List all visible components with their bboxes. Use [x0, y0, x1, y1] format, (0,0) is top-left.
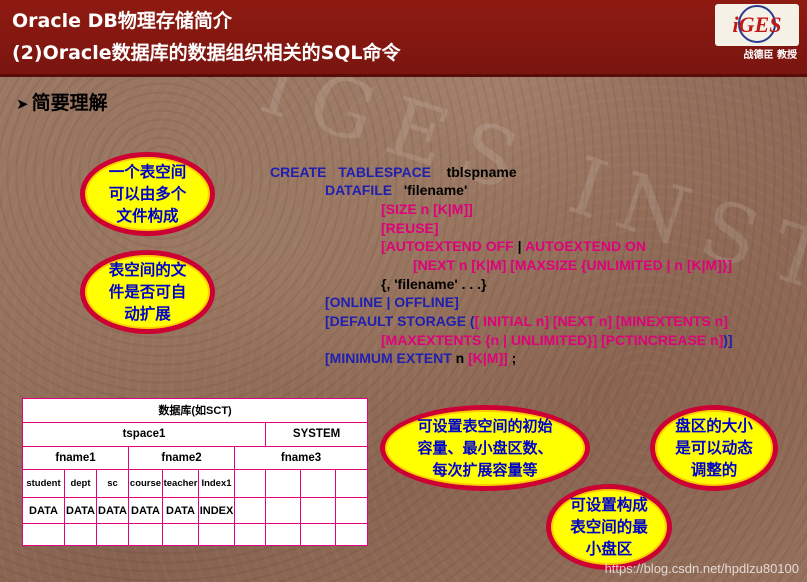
extent-cell: DATA: [22, 497, 65, 525]
block-cell: [128, 523, 163, 546]
source-watermark-url: https://blog.csdn.net/hpdlzu80100: [604, 561, 799, 576]
sql-line-5: [AUTOEXTEND OFF | AUTOEXTEND ON: [381, 238, 647, 254]
slide-subtitle: (2)Oracle数据库的数据组织相关的SQL命令: [12, 42, 401, 64]
note-bubble-minimum-extent: 可设置构成表空间的最小盘区: [546, 484, 672, 570]
sql-line-11: [MINIMUM EXTENT n [K|M]] ;: [325, 350, 517, 366]
sql-line-4: [REUSE]: [381, 220, 439, 236]
sql-line-2: DATAFILE 'filename': [325, 182, 468, 198]
sql-line-3: [SIZE n [K|M]]: [381, 201, 473, 217]
slide-header: Oracle DB物理存储简介 (2)Oracle数据库的数据组织相关的SQL命…: [0, 0, 807, 77]
block-cell: [96, 523, 129, 546]
empty-cell: [265, 469, 301, 499]
block-cell: [234, 523, 266, 546]
author-name: 战德臣 教授: [743, 50, 797, 61]
sql-line-6: [NEXT n [K|M] [MAXSIZE {UNLIMITED | n [K…: [413, 257, 732, 273]
note-bubble-extent-size: 盘区的大小是可以动态调整的: [650, 405, 778, 491]
segment-cell-index1: Index1: [198, 469, 235, 499]
slide-title: Oracle DB物理存储简介: [12, 10, 232, 32]
datafile-cell-1: fname1: [22, 445, 129, 471]
block-cell: [198, 523, 235, 546]
extent-cell: DATA: [64, 497, 97, 525]
section-heading: ➤简要理解: [16, 88, 108, 115]
segment-cell-sc: sc: [96, 469, 129, 499]
block-cell: [334, 523, 369, 546]
segment-cell-student: student: [22, 469, 65, 499]
segment-cell-course: course: [128, 469, 163, 499]
empty-cell: [334, 469, 369, 499]
empty-cell: [300, 469, 336, 499]
extent-cell: INDEX: [198, 497, 235, 525]
extent-cell: DATA: [162, 497, 199, 525]
block-cell: [64, 523, 97, 546]
segment-cell-teacher: teacher: [162, 469, 199, 499]
sql-line-10: [MAXEXTENTS {n | UNLIMITED}] [PCTINCREAS…: [381, 332, 733, 348]
block-cell: [300, 523, 336, 546]
note-bubble-storage-settings: 可设置表空间的初始容量、最小盘区数、每次扩展容量等: [380, 405, 590, 491]
sql-line-1: CREATE TABLESPACE tblspname: [270, 164, 517, 180]
empty-cell: [300, 497, 336, 525]
arrow-bullet-icon: ➤: [16, 95, 29, 113]
extent-cell: DATA: [128, 497, 163, 525]
section-title: 简要理解: [31, 92, 108, 114]
datafile-cell-2: fname2: [128, 445, 235, 471]
empty-cell: [234, 497, 266, 525]
system-tablespace-cell: SYSTEM: [264, 421, 369, 447]
empty-cell: [265, 497, 301, 525]
empty-cell: [234, 469, 266, 499]
empty-cell: [334, 497, 369, 525]
sql-line-8: [ONLINE | OFFLINE]: [325, 294, 459, 310]
tablespace-cell: tspace1: [22, 421, 266, 447]
extent-cell: DATA: [96, 497, 129, 525]
block-cell: [22, 523, 65, 546]
segment-cell-dept: dept: [64, 469, 97, 499]
block-cell: [265, 523, 301, 546]
iges-logo: iGES: [715, 4, 799, 46]
sql-line-7: {, 'filename' . . .}: [381, 276, 487, 292]
note-bubble-autoextend: 表空间的文件是否可自动扩展: [80, 250, 215, 334]
block-cell: [162, 523, 199, 546]
logo-lettering: iGES: [733, 12, 782, 37]
datafile-cell-3: fname3: [233, 445, 369, 471]
database-title-cell: 数据库(如SCT): [21, 398, 369, 423]
note-bubble-multiple-files: 一个表空间可以由多个文件构成: [80, 152, 215, 236]
database-structure-table: 数据库(如SCT) tspace1 SYSTEM fname1 fname2 f…: [21, 398, 369, 546]
sql-line-9: [DEFAULT STORAGE ([ INITIAL n] [NEXT n] …: [325, 313, 728, 329]
